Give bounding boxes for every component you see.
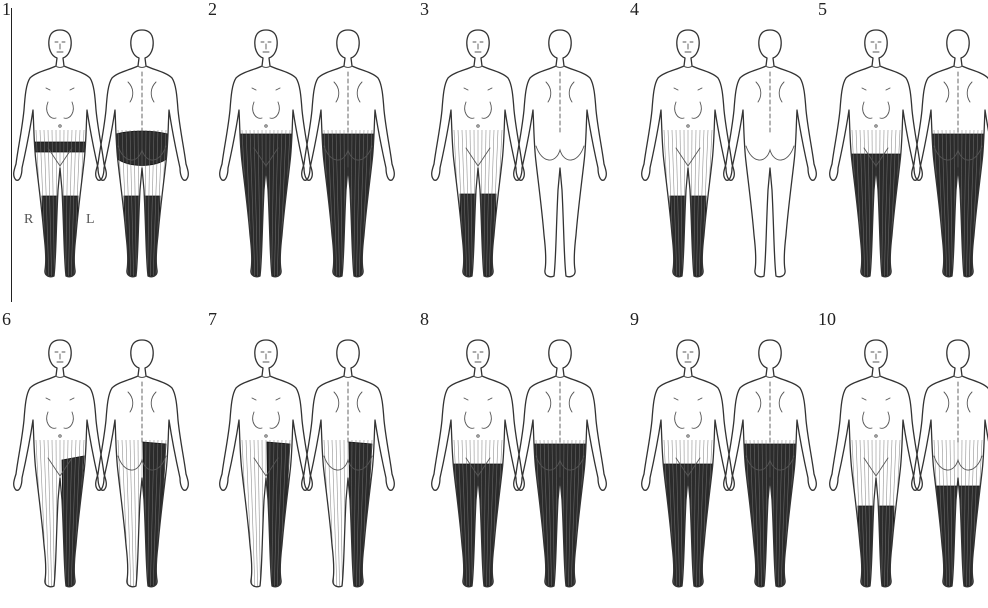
panel-2: 2 [208, 0, 406, 298]
back-body-figure [302, 30, 395, 277]
back-body-figure [724, 30, 817, 277]
shaded-region [932, 486, 984, 586]
back-body-figure [514, 30, 607, 277]
front-body-figure [642, 30, 735, 277]
front-body-figure [432, 30, 525, 277]
panel-10: 10 [818, 310, 988, 608]
back-body-figure [912, 340, 988, 587]
panel-figure-svg [630, 310, 828, 608]
panel-figure-svg [420, 0, 618, 298]
panel-9: 9 [630, 310, 828, 608]
left-side-label: L [86, 212, 95, 228]
panel-figure-svg [818, 0, 988, 298]
front-body-figure [14, 30, 107, 277]
panel-figure-svg [2, 0, 200, 298]
front-body-figure [220, 30, 313, 277]
panel-5: 5 [818, 0, 988, 298]
back-body-figure [96, 30, 189, 277]
panel-7: 7 [208, 310, 406, 608]
back-body-figure [514, 340, 607, 587]
front-body-figure [14, 340, 107, 587]
right-side-label: R [24, 212, 33, 228]
shaded-region [62, 456, 84, 586]
panel-figure-svg [2, 310, 200, 608]
panel-figure-svg [818, 310, 988, 608]
back-body-figure [96, 340, 189, 587]
front-body-figure [642, 340, 735, 587]
front-body-figure [830, 30, 923, 277]
back-body-figure [302, 340, 395, 587]
back-body-outline [724, 30, 817, 277]
front-body-figure [220, 340, 313, 587]
front-body-figure [432, 340, 525, 587]
panel-3: 3 [420, 0, 618, 298]
back-body-figure [912, 30, 988, 277]
panel-figure-svg [208, 0, 406, 298]
panel-6: 6 [2, 310, 200, 608]
panel-8: 8 [420, 310, 618, 608]
panel-figure-svg [208, 310, 406, 608]
back-body-outline [514, 30, 607, 277]
panel-figure-svg [630, 0, 828, 298]
back-body-figure [724, 340, 817, 587]
panel-4: 4 [630, 0, 828, 298]
front-body-figure [830, 340, 923, 587]
panel-figure-svg [420, 310, 618, 608]
